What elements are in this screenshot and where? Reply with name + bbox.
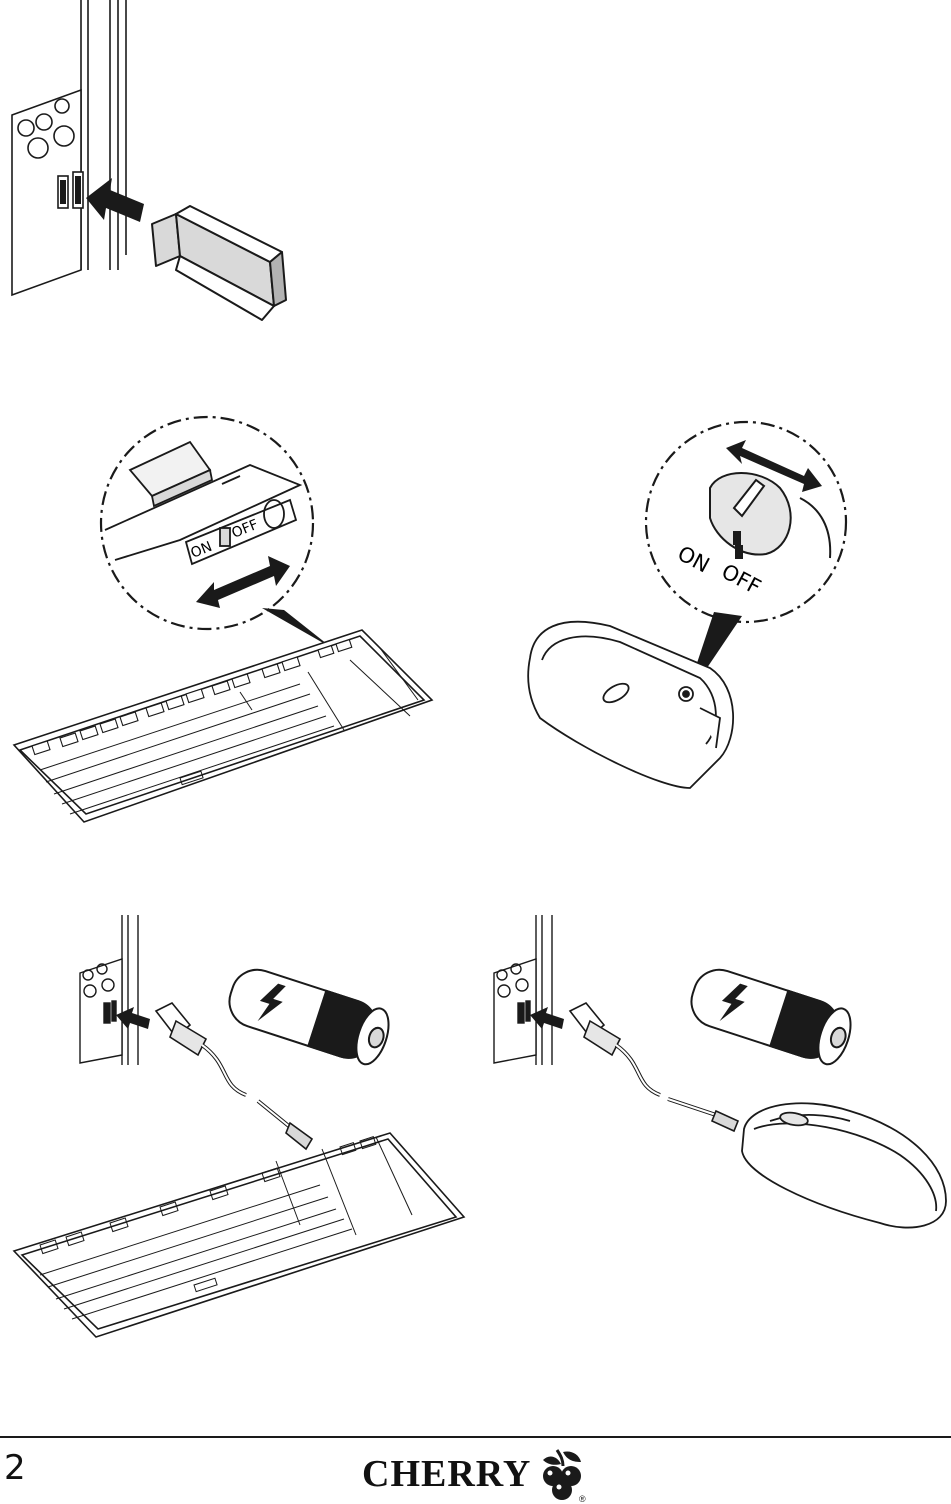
mouse-cable-battery-illustration — [480, 915, 951, 1235]
keyboard-cable-battery-illustration — [0, 915, 480, 1345]
usb-receiver-icon — [152, 206, 286, 320]
footer-rule — [0, 1436, 951, 1438]
brand-logo: CHERRY ® — [362, 1446, 591, 1502]
arrow-icon — [86, 178, 144, 222]
svg-text:®: ® — [579, 1494, 586, 1502]
keyboard-switch-illustration: ON OFF — [0, 410, 450, 830]
battery-icon — [223, 963, 395, 1068]
battery-icon — [685, 963, 857, 1068]
cherry-logo-icon: ® — [535, 1446, 591, 1502]
mouse-switch-illustration: ON OFF — [520, 418, 850, 798]
mouse-icon — [528, 622, 733, 788]
keyboard-icon — [14, 630, 432, 822]
keyboard-icon — [14, 1133, 464, 1337]
usb-receiver-illustration — [0, 0, 300, 330]
brand-name: CHERRY — [362, 1450, 531, 1498]
page-number: 2 — [4, 1448, 26, 1488]
mouse-icon — [742, 1103, 946, 1227]
